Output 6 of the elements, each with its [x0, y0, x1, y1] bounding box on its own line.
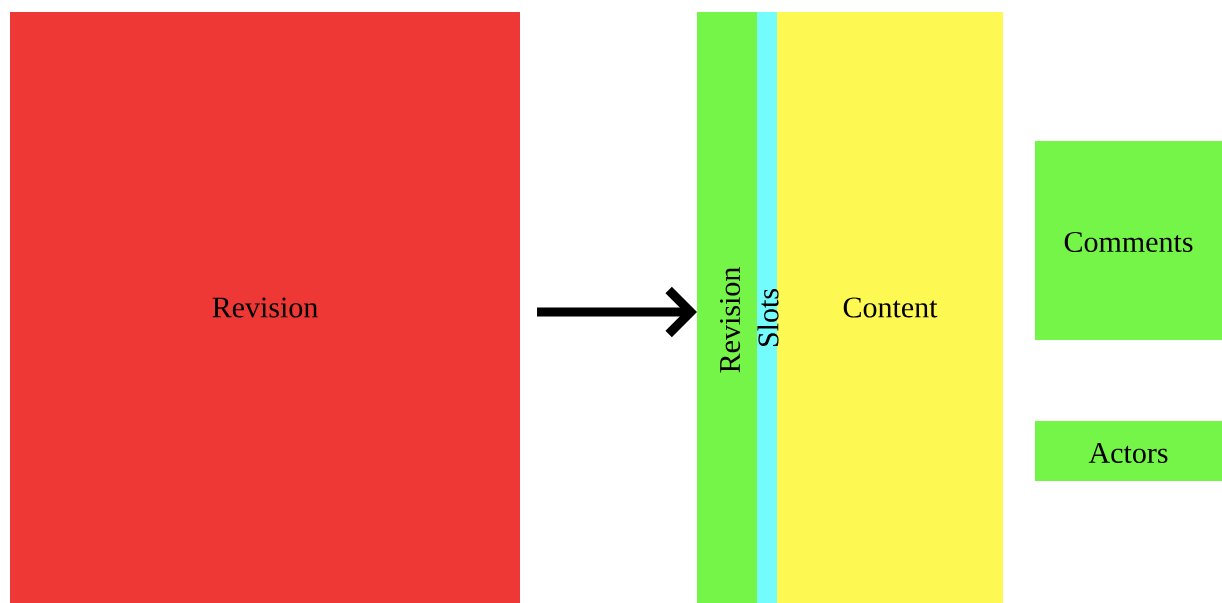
comments-block: Comments [1035, 141, 1222, 340]
revision-block: Revision [10, 12, 520, 603]
slots-strip: Slots [757, 12, 779, 603]
revision-strip: Revision [697, 12, 757, 603]
arrow [537, 286, 697, 338]
actors-block: Actors [1035, 421, 1222, 481]
